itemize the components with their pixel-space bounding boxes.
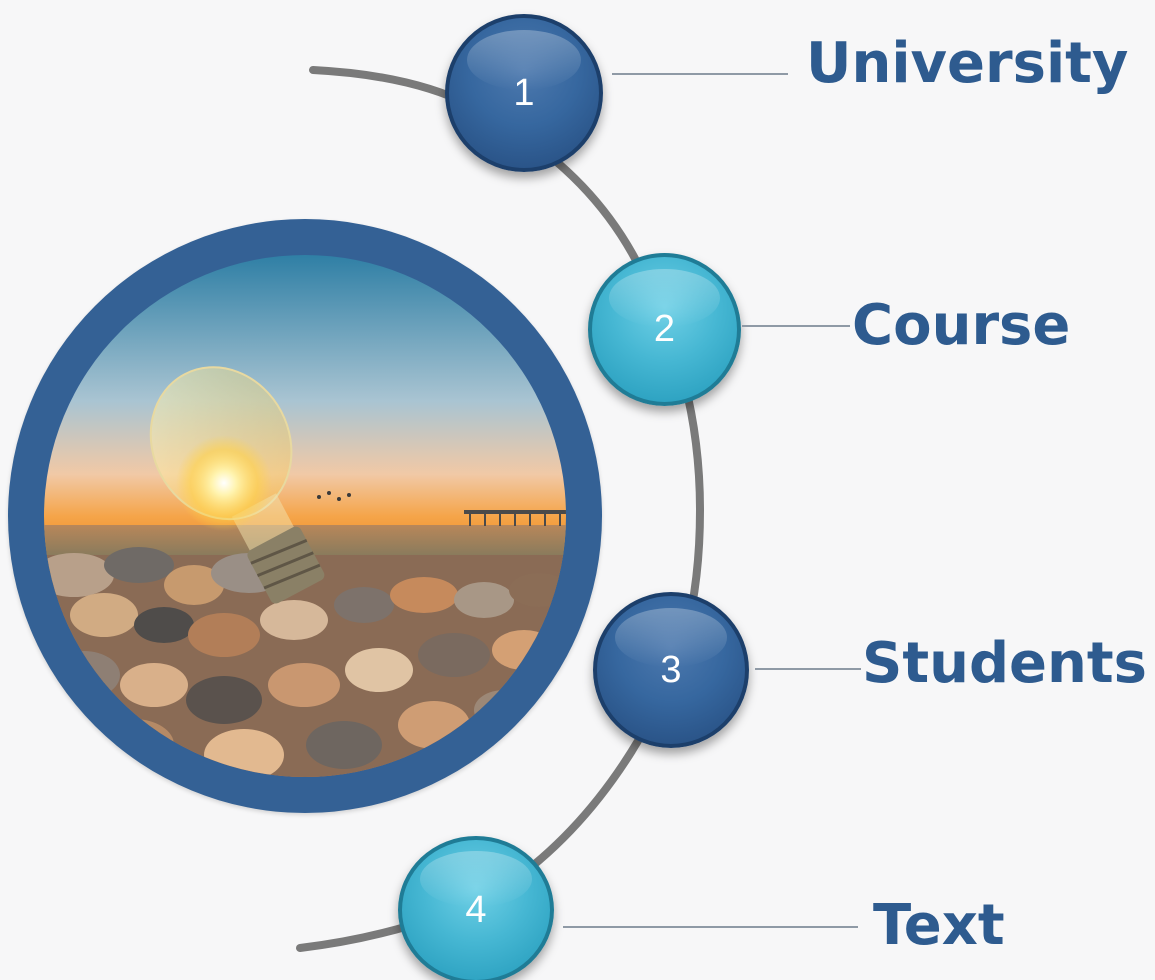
step-1-number: 1 — [513, 71, 535, 114]
step-3-connector — [755, 668, 861, 670]
step-4-number: 4 — [465, 888, 487, 931]
step-3-number: 3 — [660, 648, 682, 691]
beach-bulb-photo — [44, 255, 566, 777]
step-1-label: University — [806, 31, 1129, 96]
step-3-node[interactable]: 3 — [593, 592, 749, 748]
step-4-connector — [563, 926, 858, 928]
step-2-number: 2 — [653, 308, 676, 350]
step-4-label: Text — [873, 893, 1005, 958]
step-4-node[interactable]: 4 — [398, 836, 554, 980]
step-2-connector — [742, 325, 850, 327]
step-2-node[interactable]: 2 — [588, 253, 741, 406]
step-3-label: Students — [862, 631, 1148, 696]
photo-frame-ring — [8, 219, 602, 813]
step-2-label: Course — [852, 293, 1071, 358]
step-1-node[interactable]: 1 — [445, 14, 603, 172]
step-1-connector — [612, 73, 788, 75]
